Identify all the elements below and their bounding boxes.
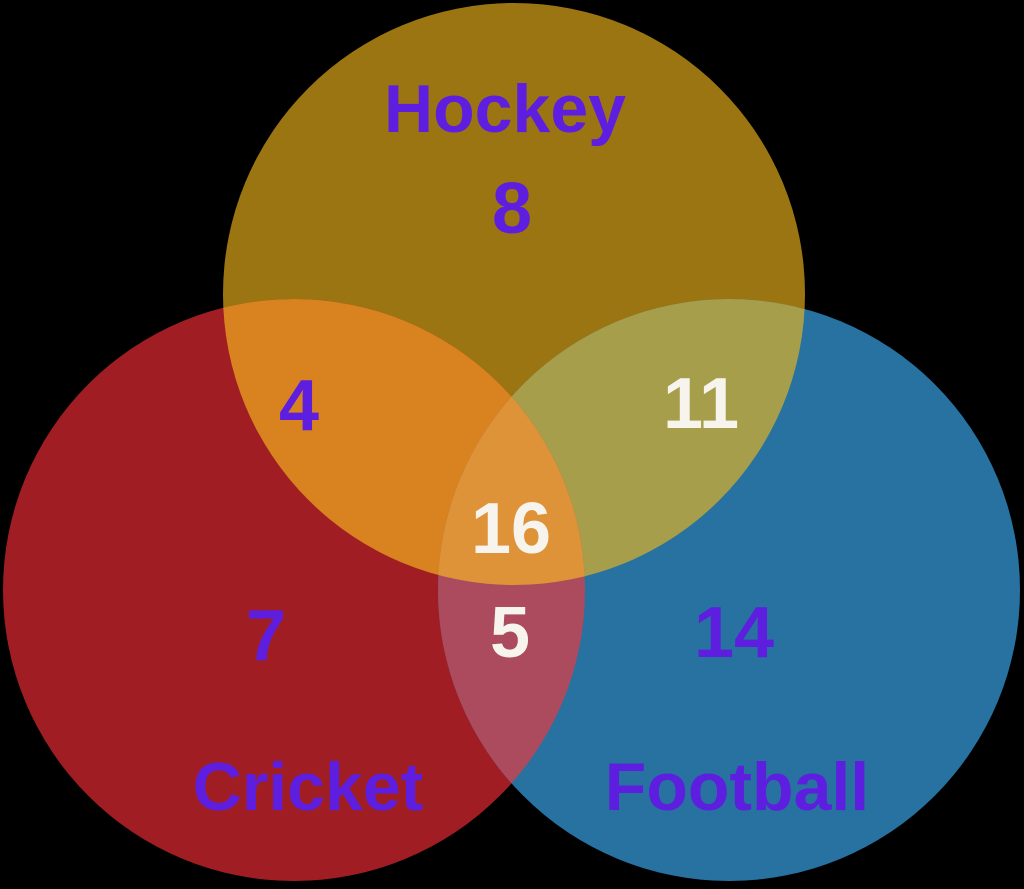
hockey-cricket-value: 4 [279, 366, 319, 446]
hockey-football-value: 11 [663, 364, 739, 444]
triple-overlap-value: 16 [471, 489, 551, 569]
cricket-only-value: 7 [246, 596, 286, 676]
hockey-label: Hockey [384, 71, 626, 147]
football-only-value: 14 [694, 593, 774, 673]
football-label: Football [605, 749, 869, 825]
hockey-only-value: 8 [492, 169, 532, 249]
cricket-label: Cricket [193, 749, 424, 825]
hockey-football-overlap-region [438, 299, 805, 585]
hockey-cricket-overlap-region [223, 299, 585, 585]
cricket-football-value: 5 [490, 593, 530, 673]
